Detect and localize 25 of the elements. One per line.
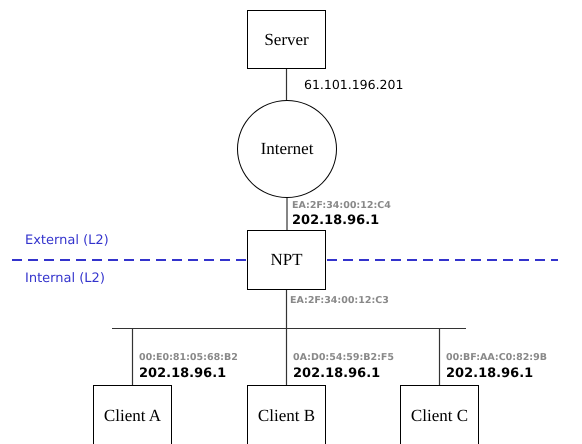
ip-address: 202.18.96.1 <box>446 366 534 381</box>
zone-label: Internal (L2) <box>25 271 105 286</box>
ip-address: 202.18.96.1 <box>292 213 380 228</box>
mac-address: 00:BF:AA:C0:82:9B <box>446 352 547 363</box>
mac-address: 0A:D0:54:59:B2:F5 <box>293 352 394 363</box>
internet-circle: Internet <box>237 100 337 198</box>
connector-line <box>132 328 134 385</box>
ip-address: 202.18.96.1 <box>139 366 226 381</box>
ip-address: 61.101.196.201 <box>304 77 404 92</box>
connector-line <box>286 69 288 100</box>
network-bus-line <box>112 328 466 330</box>
router-box: NPT <box>247 230 326 290</box>
server-box: Server <box>247 10 326 69</box>
mac-address: 00:E0:81:05:68:B2 <box>139 352 238 363</box>
connector-line <box>286 290 288 328</box>
connector-line <box>286 328 288 385</box>
ip-address: 202.18.96.1 <box>293 366 380 381</box>
connector-line <box>286 198 288 230</box>
mac-address: EA:2F:34:00:12:C3 <box>290 295 389 306</box>
mac-address: EA:2F:34:00:12:C4 <box>292 200 391 211</box>
connector-line <box>438 328 440 385</box>
client-box: Client B <box>247 385 326 444</box>
client-box: Client A <box>93 385 172 444</box>
client-box: Client C <box>400 385 479 444</box>
zone-label: External (L2) <box>25 233 109 248</box>
